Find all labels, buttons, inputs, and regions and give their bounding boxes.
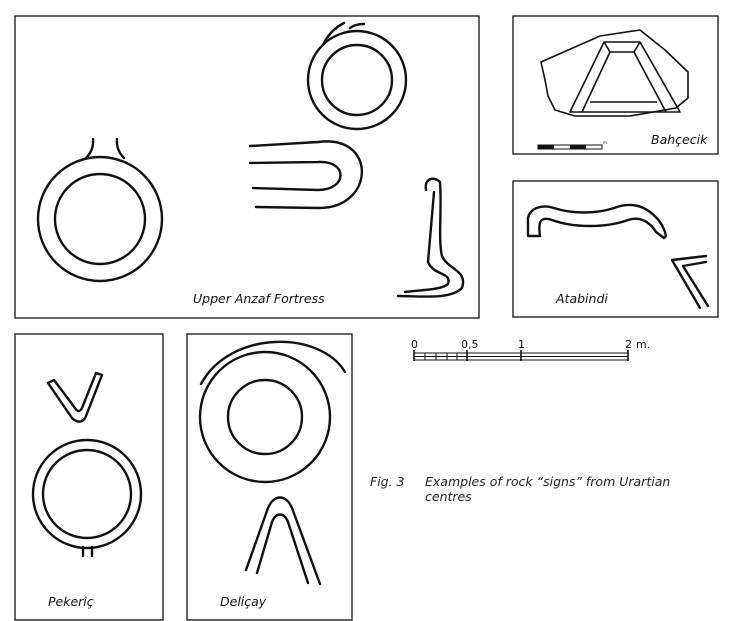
mini-scale-unit: m.: [603, 140, 608, 145]
panel-label-atabindi: Atabindi: [555, 291, 608, 306]
sign-v-shape: [46, 371, 104, 423]
scale-tick-1: 1: [518, 338, 525, 351]
sign-triangle: [569, 41, 681, 113]
scale-bar: 0 0,5 1 2 m.: [411, 338, 650, 361]
sign-ring-with-stem: [31, 438, 143, 558]
scale-tick-0: 0: [411, 338, 418, 351]
figure-number: Fig. 3: [370, 474, 405, 489]
panel-bahcecik: m. Bahçecik: [512, 15, 719, 155]
sign-bent-line: [396, 177, 465, 298]
sign-arch: [244, 496, 322, 586]
mini-scale-bar: m.: [537, 140, 608, 150]
sign-wavy-arch: [526, 203, 668, 240]
panel-atabindi: Atabindi: [512, 180, 719, 318]
sign-ring-with-stalk: [36, 137, 164, 283]
sign-concentric-rings: [198, 350, 332, 484]
panel-delicay: Deliçay: [186, 333, 353, 621]
sign-arc: [199, 340, 347, 386]
scale-tick-0-5: 0,5: [461, 338, 479, 351]
sign-corner: [670, 254, 710, 310]
sign-outline: [540, 29, 689, 117]
panel-pekeric: Pekeriç: [14, 333, 164, 621]
panel-label-bahcecik: Bahçecik: [651, 132, 708, 147]
panel-label-upper-anzaf: Upper Anzaf Fortress: [193, 291, 325, 306]
sign-hairpin: [248, 140, 364, 210]
figure-caption-text: Examples of rock “signs” from Urartian c…: [425, 474, 671, 504]
sign-small-ring: [306, 21, 408, 131]
panel-label-delicay: Deliçay: [220, 594, 267, 609]
scale-unit: m.: [636, 338, 650, 351]
panel-upper-anzaf: Upper Anzaf Fortress: [14, 15, 480, 319]
panel-label-pekeric: Pekeriç: [48, 594, 94, 609]
scale-tick-2: 2: [625, 338, 632, 351]
